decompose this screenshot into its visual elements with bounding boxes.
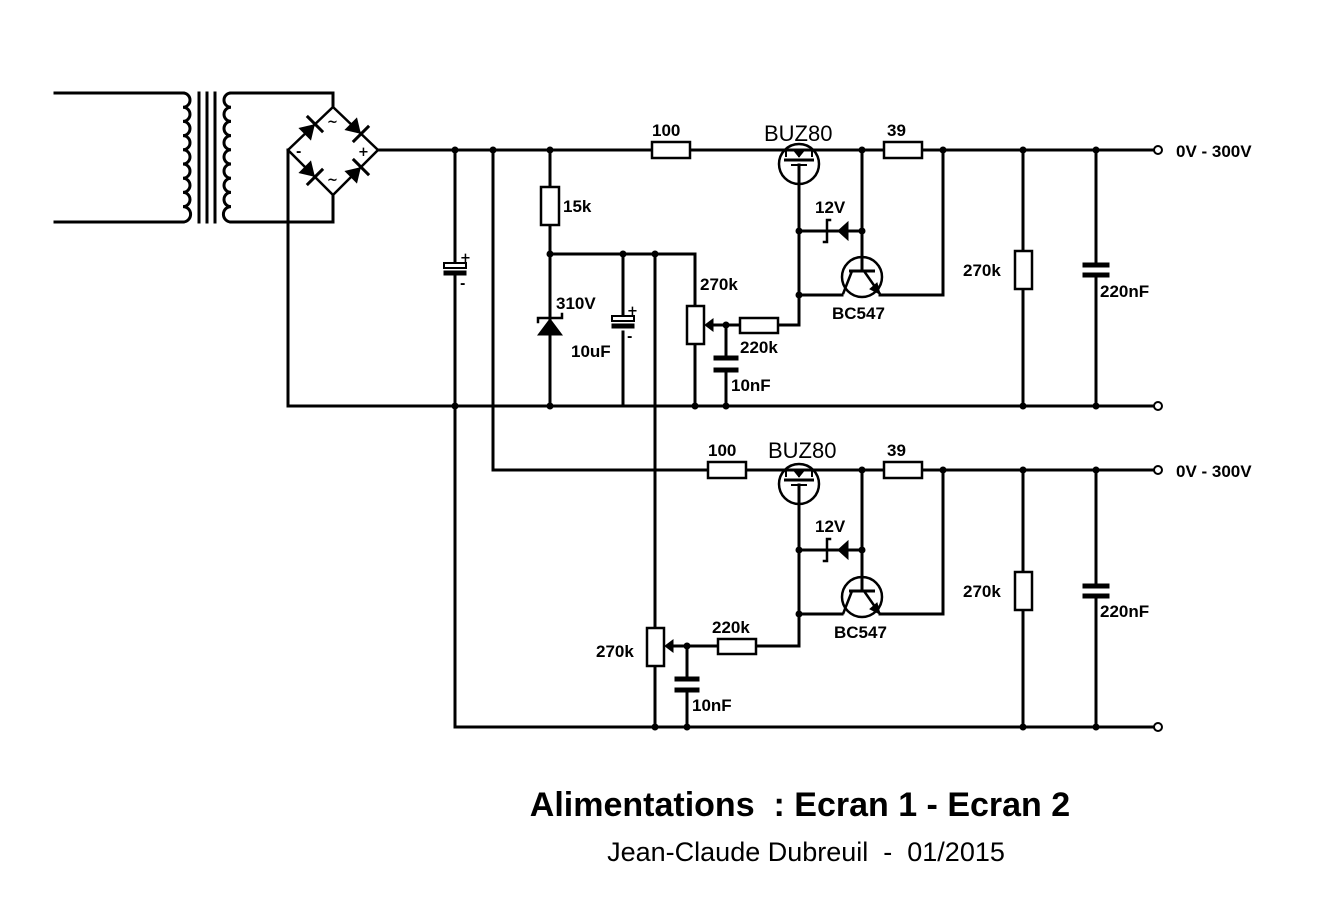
- zener-label: 310V: [556, 294, 596, 313]
- ac-symbol: ~: [327, 115, 338, 130]
- plus-symbol: +: [358, 145, 369, 160]
- output-capacitor: [1082, 262, 1110, 278]
- zener-label: 12V: [815, 517, 846, 536]
- wiring: [286, 148, 1154, 729]
- channel-1: 100 BUZ80 39 12V: [650, 121, 1252, 411]
- output-capacitor: [1082, 583, 1110, 599]
- output-terminal: [1153, 465, 1163, 475]
- potentiometer: [685, 304, 714, 346]
- ground-terminal: [1153, 722, 1163, 732]
- primary-winding: [181, 91, 193, 224]
- diode-icon: [344, 157, 371, 184]
- junction-dots: [451, 146, 1100, 731]
- load-resistor-label: 270k: [963, 582, 1001, 601]
- plus-symbol: +: [627, 304, 638, 319]
- capacitor-label: 10uF: [571, 342, 611, 361]
- channel-2: 100 BUZ80 39 12V BC547: [596, 438, 1252, 732]
- minus-symbol: -: [627, 330, 632, 345]
- secondary-winding: [221, 91, 233, 224]
- gate-resistor: [706, 460, 748, 480]
- mosfet-icon: [777, 142, 821, 186]
- zener-icon: [822, 537, 849, 563]
- feedback-resistor: [738, 316, 780, 335]
- pot-label: 270k: [596, 642, 634, 661]
- feedback-resistor-label: 220k: [740, 338, 778, 357]
- diagram-title: Alimentations : Ecran 1 - Ecran 2: [530, 786, 1070, 824]
- output-cap-label: 220nF: [1100, 602, 1149, 621]
- zener-label: 12V: [815, 198, 846, 217]
- mosfet-label: BUZ80: [764, 121, 832, 146]
- transformer: [53, 91, 335, 224]
- transistor-icon: [840, 255, 884, 299]
- filter-cap-label: 10nF: [692, 696, 732, 715]
- load-resistor-label: 270k: [963, 261, 1001, 280]
- feedback-resistor: [716, 637, 758, 656]
- filter-capacitor: [674, 676, 700, 693]
- plus-symbol: +: [460, 251, 471, 266]
- load-resistor: [1013, 570, 1034, 612]
- mosfet-label: BUZ80: [768, 438, 836, 463]
- transistor-label: BC547: [832, 304, 885, 323]
- diode-icon: [344, 117, 371, 144]
- gate-resistor-label: 100: [708, 441, 736, 460]
- gate-resistor: [650, 140, 692, 160]
- minus-symbol: -: [296, 145, 301, 160]
- load-resistor: [1013, 249, 1034, 291]
- output-label: 0V - 300V: [1176, 142, 1252, 161]
- ground-terminal: [1153, 401, 1163, 411]
- output-cap-label: 220nF: [1100, 282, 1149, 301]
- diode-icon: [298, 114, 325, 141]
- output-label: 0V - 300V: [1176, 462, 1252, 481]
- gate-resistor-label: 100: [652, 121, 680, 140]
- mosfet-icon: [777, 462, 821, 506]
- diode-icon: [298, 160, 325, 187]
- reference-resistor: 15k: [539, 185, 592, 227]
- potentiometer: [645, 626, 674, 668]
- filter-capacitor: [713, 355, 739, 373]
- sense-resistor: [882, 140, 924, 160]
- filter-cap-label: 10nF: [731, 376, 771, 395]
- sense-resistor: [882, 460, 924, 480]
- transistor-label: BC547: [834, 623, 887, 642]
- sense-resistor-label: 39: [887, 121, 906, 140]
- reference-zener: 310V: [536, 294, 596, 336]
- minus-symbol: -: [460, 277, 465, 292]
- transistor-icon: [840, 575, 884, 619]
- input-capacitor: + -: [443, 251, 471, 292]
- output-terminal: [1153, 145, 1163, 155]
- sense-resistor-label: 39: [887, 441, 906, 460]
- bridge-rectifier: ~ ~ - +: [286, 105, 380, 197]
- resistor-label: 15k: [563, 197, 592, 216]
- ac-symbol: ~: [327, 173, 338, 188]
- zener-icon: [822, 218, 849, 244]
- reference-capacitor: + - 10uF: [571, 304, 638, 361]
- pot-label: 270k: [700, 275, 738, 294]
- feedback-resistor-label: 220k: [712, 618, 750, 637]
- author-line: Jean-Claude Dubreuil - 01/2015: [607, 837, 1005, 867]
